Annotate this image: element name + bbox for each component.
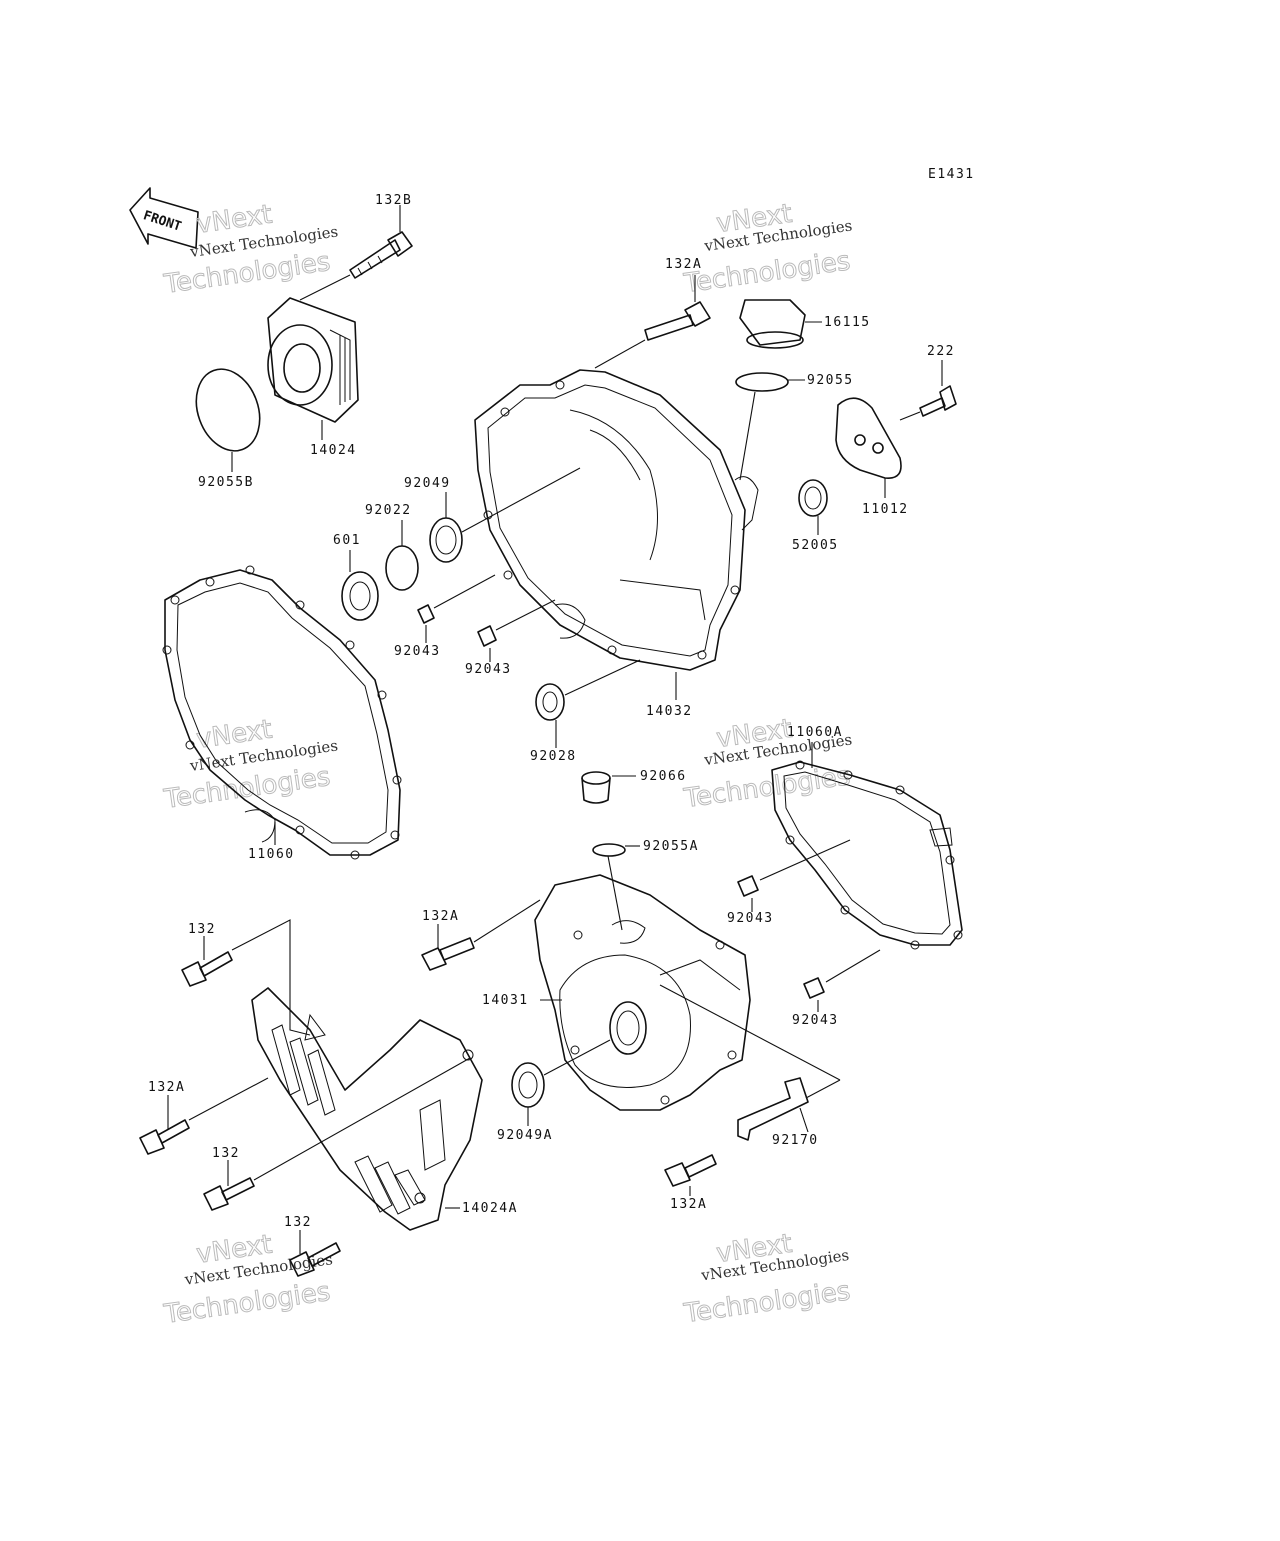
label-132a-top: 132A (665, 257, 702, 272)
cover-14031-icon (534, 874, 751, 1111)
cover-14024-icon (267, 297, 359, 423)
label-92055: 92055 (807, 373, 854, 388)
pin-92043-b-icon (477, 625, 497, 647)
sleeve-92028-icon (535, 683, 565, 721)
watermark-bottom-right: vNext vNext Technologies Technologies (681, 1228, 853, 1329)
washer-92022-icon (385, 545, 419, 591)
svg-text:Technologies: Technologies (162, 247, 333, 300)
label-11060: 11060 (248, 847, 295, 862)
label-132-mid: 132 (212, 1146, 240, 1161)
oring-92055-icon (735, 372, 789, 392)
label-92170: 92170 (772, 1133, 819, 1148)
label-14031: 14031 (482, 993, 529, 1008)
label-92043-d: 92043 (792, 1013, 839, 1028)
plate-11012-icon (835, 397, 902, 479)
label-222: 222 (927, 344, 955, 359)
front-arrow-icon: FRONT (129, 187, 199, 249)
label-92043-c: 92043 (727, 911, 774, 926)
plug-92066-icon (581, 771, 611, 804)
label-92055b: 92055B (198, 475, 254, 490)
screw-222-icon (919, 385, 957, 417)
cap-16115-icon (739, 299, 806, 349)
label-92049: 92049 (404, 476, 451, 491)
bolt-132a-top-icon (644, 301, 711, 341)
label-92043-b: 92043 (465, 662, 512, 677)
label-132-bottom: 132 (284, 1215, 312, 1230)
label-11012: 11012 (862, 502, 909, 517)
label-92022: 92022 (365, 503, 412, 518)
watermark-bottom-left: vNext vNext Technologies Technologies (161, 1229, 334, 1330)
label-132a-mid: 132A (422, 909, 459, 924)
label-92043-a: 92043 (394, 644, 441, 659)
pin-92043-d-icon (803, 977, 825, 999)
oring-92055a-icon (592, 843, 626, 857)
bolt-132a-mid-icon (421, 937, 475, 971)
label-92055a: 92055A (643, 839, 699, 854)
label-601: 601 (333, 533, 361, 548)
crankcase-cover-14032-icon (474, 369, 759, 671)
pin-92043-c-icon (737, 875, 759, 897)
label-132a-left: 132A (148, 1080, 185, 1095)
label-132b: 132B (375, 193, 412, 208)
label-132a-bottom: 132A (670, 1197, 707, 1212)
label-11060a: 11060A (787, 725, 843, 740)
gasket-11060a-icon (771, 760, 963, 950)
bolt-132-top-icon (181, 951, 233, 987)
label-14032: 14032 (646, 704, 693, 719)
bearing-601-icon (341, 571, 379, 621)
guard-14024a-icon (251, 987, 483, 1231)
diagram-code: E1431 (928, 167, 975, 182)
label-92049a: 92049A (497, 1128, 553, 1143)
seal-92049a-icon (511, 1062, 545, 1108)
pin-92043-a-icon (417, 604, 435, 624)
label-132-top: 132 (188, 922, 216, 937)
seal-52005-icon (798, 479, 828, 517)
label-92066: 92066 (640, 769, 687, 784)
bolt-132a-left-icon (139, 1119, 190, 1155)
label-16115: 16115 (824, 315, 871, 330)
seal-92049-icon (429, 517, 463, 563)
watermark-mid-right: vNext vNext Technologies Technologies (681, 713, 853, 814)
oring-92055b-icon (195, 368, 261, 452)
svg-text:Technologies: Technologies (682, 1276, 853, 1329)
bracket-92170-icon (737, 1077, 809, 1141)
bolt-132-mid-icon (203, 1177, 255, 1211)
front-arrow-label: FRONT (141, 208, 183, 234)
gasket-11060-icon (162, 565, 402, 860)
label-14024a: 14024A (462, 1201, 518, 1216)
label-52005: 52005 (792, 538, 839, 553)
label-92028: 92028 (530, 749, 577, 764)
watermark-top-right: vNext vNext Technologies Technologies (681, 198, 853, 299)
bolt-132a-bottom-icon (664, 1154, 717, 1187)
label-14024: 14024 (310, 443, 357, 458)
bolt-132b-icon (349, 231, 413, 279)
bolt-132-bottom-icon (289, 1242, 341, 1277)
